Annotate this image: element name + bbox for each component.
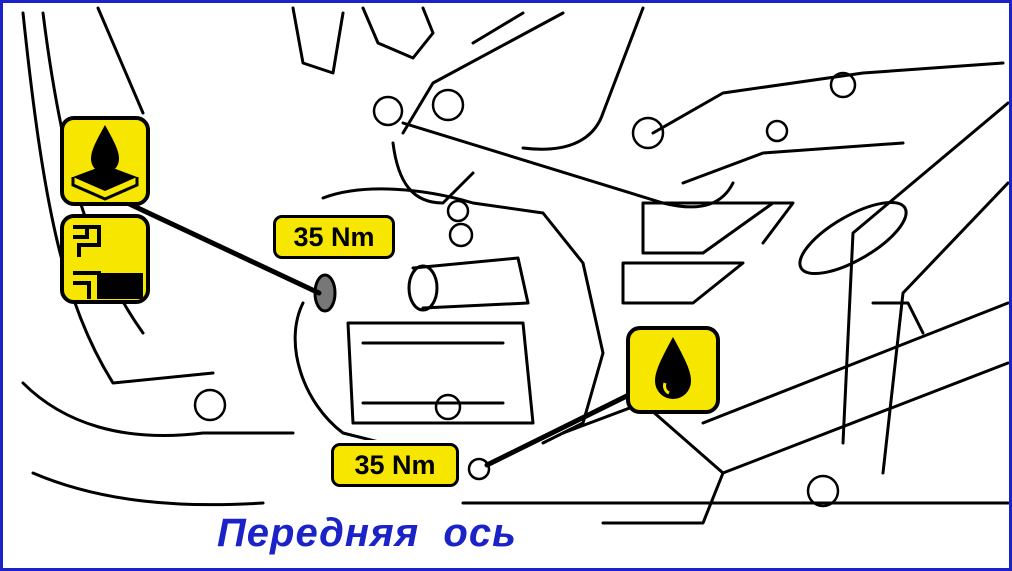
- bolt-group: [193, 71, 857, 508]
- vent-2: [621, 261, 745, 305]
- leader-line-fill: [484, 385, 646, 468]
- lower-left-contour: [21, 381, 295, 437]
- torque-label-drain-plug: 35 Nm: [273, 215, 395, 259]
- top-connector: [361, 6, 435, 60]
- lower-housing: [561, 401, 725, 525]
- strut-line: [471, 11, 525, 45]
- vent-1: [641, 201, 775, 255]
- bolt: [448, 222, 474, 248]
- lower-tube-top: [701, 301, 1009, 425]
- strut-left-edge: [401, 11, 565, 135]
- diagram-caption: Передняя ось: [217, 511, 517, 555]
- bolt: [467, 457, 491, 481]
- lower-tube-bottom: [721, 361, 1009, 475]
- upper-right-frame-2: [681, 141, 905, 185]
- lower-left-contour-2: [31, 471, 265, 507]
- leader-line-drain: [120, 198, 322, 296]
- chassis-rail-left: [21, 11, 215, 385]
- bolt: [765, 119, 789, 143]
- bolt: [446, 199, 470, 223]
- bolt: [372, 95, 404, 127]
- housing-lower-left: [293, 301, 425, 455]
- plug-cylinder: [411, 256, 530, 310]
- chassis-edge: [96, 6, 145, 115]
- bolt: [431, 88, 465, 122]
- bolt: [631, 116, 665, 150]
- oil-can-drop-icon: [59, 115, 151, 212]
- housing-window: [346, 321, 535, 425]
- upper-right-frame: [651, 61, 1005, 135]
- axle-line-drawing: [21, 6, 1009, 525]
- bolt: [193, 388, 227, 422]
- right-cylinder-top: [798, 200, 908, 276]
- bolt: [806, 474, 840, 508]
- plug-end: [407, 264, 439, 312]
- right-cylinder-right-edge: [881, 181, 1009, 475]
- right-cylinder-left-edge: [841, 101, 1009, 445]
- bolt: [829, 71, 857, 99]
- oil-drop-icon: [625, 325, 721, 420]
- top-fitting: [291, 6, 345, 75]
- fluid-level-icon: [59, 213, 151, 310]
- bolt: [434, 393, 462, 421]
- chassis-rail-inner: [41, 11, 145, 335]
- strut-right-edge: [521, 6, 645, 151]
- right-fitting: [871, 301, 925, 335]
- housing-outline: [321, 187, 605, 445]
- vent-3: [711, 201, 795, 245]
- torque-label-fill-plug: 35 Nm: [331, 443, 459, 487]
- housing-ribs: [361, 341, 505, 405]
